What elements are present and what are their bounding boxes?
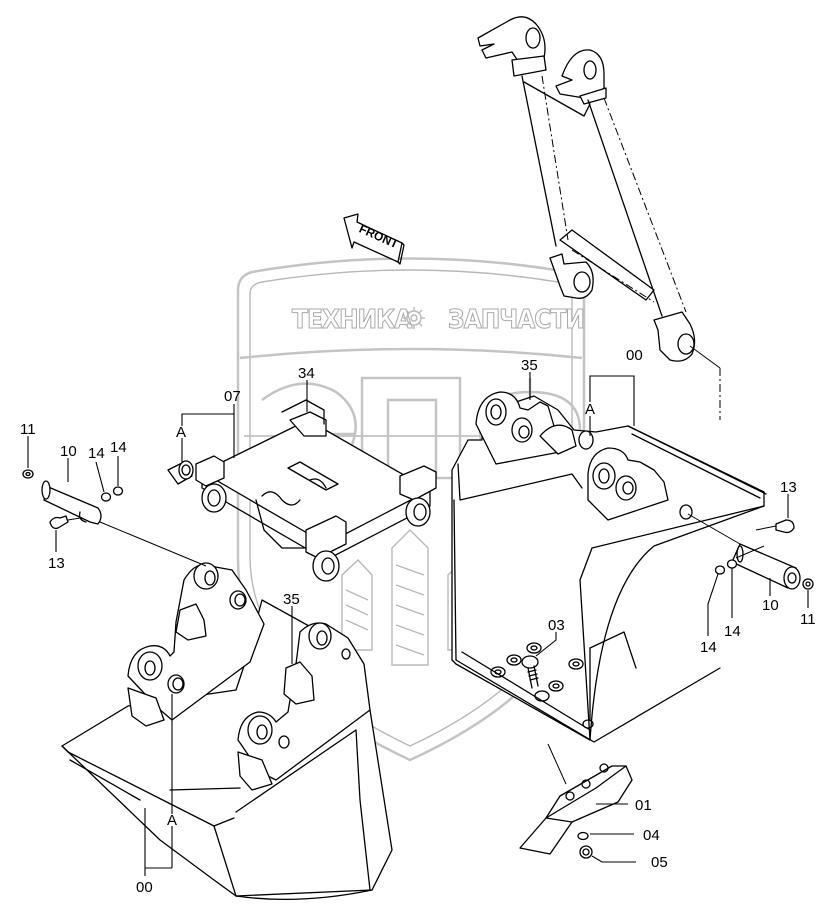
nut-item-05 (579, 845, 593, 859)
bucket-lower-left (61, 562, 393, 900)
callout-11-right: 11 (800, 611, 816, 628)
callout-A-lower: A (167, 812, 177, 829)
bolt-item-11-left (22, 469, 34, 479)
callout-03: 03 (548, 617, 565, 634)
callout-00-upper: 00 (626, 347, 643, 364)
pin-item-10-left (41, 480, 102, 525)
callout-07: 07 (224, 388, 241, 405)
front-direction-arrow: FRONT (343, 213, 405, 265)
callout-A-07: A (176, 424, 186, 441)
callout-00-lower: 00 (136, 879, 153, 896)
tooth-bolt-holes (490, 642, 594, 729)
leader-lines (27, 372, 809, 876)
callout-11-left: 11 (20, 421, 36, 438)
callout-10-right: 10 (762, 597, 779, 614)
bracket-item-07 (167, 399, 437, 582)
callout-35-upper: 35 (521, 357, 538, 374)
bolt-item-13-right (775, 519, 795, 534)
callout-05: 05 (651, 854, 668, 871)
callout-13-left: 13 (48, 555, 65, 572)
callout-10-left: 10 (60, 443, 77, 460)
callout-14-right-b: 14 (724, 623, 741, 640)
callout-14-left-a: 14 (88, 445, 105, 462)
bolt-item-11-right (802, 578, 814, 590)
callout-14-right-a: 14 (700, 639, 717, 656)
callout-13-right: 13 (780, 479, 797, 496)
bolt-item-13-left (49, 515, 69, 530)
callout-labels: 11 10 14 14 13 07 A 34 35 00 A 13 10 11 … (20, 347, 816, 896)
watermark-left-text: ТЕХНИКА (292, 305, 412, 335)
callout-34: 34 (298, 365, 315, 382)
callout-14-left-b: 14 (110, 439, 127, 456)
tooth-item-01 (519, 763, 633, 859)
callout-04: 04 (643, 827, 660, 844)
pin-item-10-right (731, 543, 801, 590)
bolt-item-03 (521, 655, 539, 689)
callout-01: 01 (635, 797, 652, 814)
nut-item-14-right (714, 559, 738, 575)
bucket-upper-right (451, 391, 767, 785)
gear-icon (403, 307, 425, 329)
link-assembly (477, 16, 721, 420)
callout-35-lower: 35 (283, 591, 300, 608)
nut-item-14-left (100, 486, 124, 502)
watermark-logo: ТЕХНИКА ЗАПЧАСТИ (236, 257, 586, 762)
washer-item-04 (577, 831, 589, 841)
watermark-right-text: ЗАПЧАСТИ (448, 305, 584, 335)
callout-A-upper: A (585, 401, 595, 418)
